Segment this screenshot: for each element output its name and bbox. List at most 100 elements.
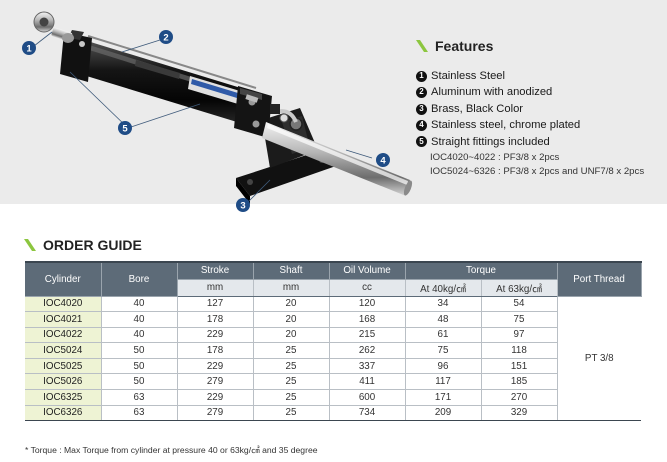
cell-shaft: 25 [253, 373, 330, 391]
cell-model: IOC4020 [25, 296, 102, 313]
callout-3: 3 [236, 198, 250, 212]
header-bore: Bore [101, 262, 178, 297]
cell-bore: 40 [101, 327, 178, 344]
feature-item: 2 Aluminum with anodized [416, 84, 666, 100]
cell-shaft: 25 [253, 342, 330, 359]
table-row: IOC4022 40 229 20 215 61 97 [25, 327, 641, 344]
cell-torque-40: 48 [405, 311, 482, 328]
cell-oil-volume: 120 [329, 296, 406, 313]
piston-rod [262, 122, 413, 196]
feature-item: 1 Stainless Steel [416, 68, 666, 84]
cell-shaft: 20 [253, 311, 330, 328]
table-row: IOC6325 63 229 25 600 171 270 [25, 389, 641, 406]
feature-list: 1 Stainless Steel 2 Aluminum with anodiz… [416, 68, 666, 150]
features-heading: Features [416, 36, 666, 56]
cell-oil-volume: 215 [329, 327, 406, 344]
header-torque: Torque [405, 262, 558, 280]
svg-text:1: 1 [26, 44, 32, 55]
cell-bore: 63 [101, 405, 178, 422]
callout-2: 2 [159, 30, 173, 44]
svg-text:4: 4 [380, 156, 386, 167]
cell-bore: 50 [101, 358, 178, 375]
cell-torque-63: 118 [481, 342, 558, 359]
order-guide-title: ORDER GUIDE [43, 237, 142, 253]
cell-stroke: 229 [177, 358, 254, 375]
feature-item: 4 Stainless steel, chrome plated [416, 117, 666, 133]
header-cylinder: Cylinder [25, 262, 102, 297]
number-badge-icon: 1 [416, 70, 427, 82]
unit-torque-63: At 63kg/㎠ [481, 279, 558, 297]
table-row: IOC4020 40 127 20 120 34 54 PT 3/8 [25, 296, 641, 422]
cell-oil-volume: 411 [329, 373, 406, 391]
cell-torque-40: 96 [405, 358, 482, 375]
callout-5: 5 [118, 121, 132, 135]
cell-bore: 50 [101, 373, 178, 391]
table-row: IOC4021 40 178 20 168 48 75 [25, 311, 641, 328]
cell-torque-40: 171 [405, 389, 482, 406]
feature-text: Stainless steel, chrome plated [431, 119, 581, 132]
features-title: Features [435, 38, 494, 54]
cell-oil-volume: 168 [329, 311, 406, 328]
header-port-thread: Port Thread [557, 262, 642, 297]
unit-torque-40: At 40kg/㎠ [405, 279, 482, 297]
cell-shaft: 20 [253, 296, 330, 313]
cell-torque-40: 61 [405, 327, 482, 344]
cell-torque-63: 151 [481, 358, 558, 375]
table-row: IOC6326 63 279 25 734 209 329 [25, 405, 641, 422]
header-stroke: Stroke [177, 262, 254, 280]
fitting [270, 104, 298, 123]
cell-torque-63: 185 [481, 373, 558, 391]
feature-item: 3 Brass, Black Color [416, 101, 666, 117]
rear-end-cap [60, 30, 92, 82]
feature-item: 5 Straight fittings included [416, 134, 666, 150]
table-units-row: mm mm cc At 40kg/㎠ At 63kg/㎠ [25, 279, 641, 297]
fitting-spec-line: IOC5024~6326 : PF3/8 x 2pcs and UNF7/8 x… [430, 166, 645, 178]
cell-oil-volume: 262 [329, 342, 406, 359]
cell-torque-40: 75 [405, 342, 482, 359]
svg-text:3: 3 [240, 201, 245, 212]
table-row: IOC5024 50 178 25 262 75 118 [25, 342, 641, 359]
unit-stroke: mm [177, 279, 254, 297]
cell-model: IOC4021 [25, 311, 102, 328]
header-shaft: Shaft [253, 262, 330, 280]
cell-shaft: 20 [253, 327, 330, 344]
torque-footnote: * Torque : Max Torque from cylinder at p… [25, 445, 318, 455]
cell-model: IOC6326 [25, 405, 102, 422]
cell-model: IOC4022 [25, 327, 102, 344]
cell-port-thread: PT 3/8 [557, 296, 641, 422]
cell-oil-volume: 734 [329, 405, 406, 422]
cell-bore: 50 [101, 342, 178, 359]
cell-stroke: 127 [177, 296, 254, 313]
cell-bore: 63 [101, 389, 178, 406]
order-guide-heading: ORDER GUIDE [24, 236, 142, 254]
cell-shaft: 25 [253, 358, 330, 375]
cell-stroke: 229 [177, 327, 254, 344]
cell-torque-40: 34 [405, 296, 482, 313]
cell-shaft: 25 [253, 405, 330, 422]
cell-stroke: 229 [177, 389, 254, 406]
cell-bore: 40 [101, 311, 178, 328]
number-badge-icon: 5 [416, 136, 427, 148]
callout-4: 4 [376, 153, 390, 167]
feature-text: Straight fittings included [431, 135, 550, 148]
cell-torque-63: 54 [481, 296, 558, 313]
number-badge-icon: 2 [416, 87, 427, 99]
cell-model: IOC5025 [25, 358, 102, 375]
table-row: IOC5025 50 229 25 337 96 151 [25, 358, 641, 375]
feature-text: Stainless Steel [431, 70, 506, 82]
cell-stroke: 178 [177, 311, 254, 328]
number-badge-icon: 4 [416, 119, 427, 131]
unit-shaft: mm [253, 279, 330, 297]
table-header-row: Cylinder Bore Stroke Shaft Oil Volume To… [25, 262, 642, 297]
cell-torque-63: 270 [481, 389, 558, 406]
hydraulic-cylinder-illustration: 1 2 3 4 5 [22, 11, 413, 212]
cylinder-tube [80, 40, 254, 126]
rod-end-eye [33, 11, 74, 43]
number-badge-icon: 3 [416, 103, 427, 115]
green-slash-icon [24, 239, 36, 251]
feature-text: Aluminum with anodized [431, 86, 553, 99]
feature-text: Brass, Black Color [431, 102, 524, 115]
callout-1: 1 [22, 41, 36, 55]
cell-shaft: 25 [253, 389, 330, 406]
svg-text:5: 5 [122, 124, 128, 135]
